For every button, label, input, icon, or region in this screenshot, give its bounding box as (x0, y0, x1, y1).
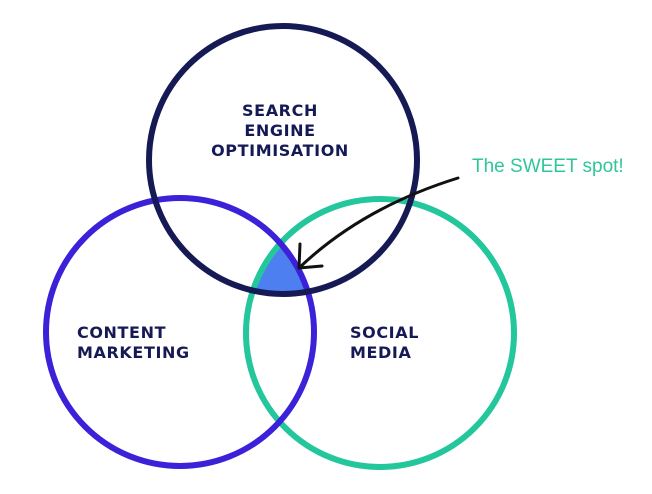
social-media-label-line-2: MEDIA (350, 343, 411, 362)
arrow-head (297, 242, 324, 270)
social-media-circle (243, 196, 517, 470)
content-marketing-circle (43, 195, 317, 469)
content-marketing-label-line-1: CONTENT (77, 323, 166, 342)
social-media-label-line-1: SOCIAL (350, 323, 419, 342)
seo-label: SEARCH ENGINE OPTIMISATION (211, 101, 349, 160)
sweet-spot-callout: The SWEET spot! (472, 156, 624, 177)
seo-label-line-3: OPTIMISATION (211, 141, 349, 160)
seo-circle (146, 23, 420, 297)
seo-label-line-1: SEARCH (242, 101, 318, 120)
arrow-shaft (297, 176, 460, 270)
callout-arrow (297, 176, 460, 270)
content-marketing-label-line-2: MARKETING (77, 343, 190, 362)
social-media-label: SOCIAL MEDIA (350, 323, 419, 362)
seo-label-line-2: ENGINE (244, 121, 315, 140)
content-marketing-label: CONTENT MARKETING (77, 323, 190, 362)
